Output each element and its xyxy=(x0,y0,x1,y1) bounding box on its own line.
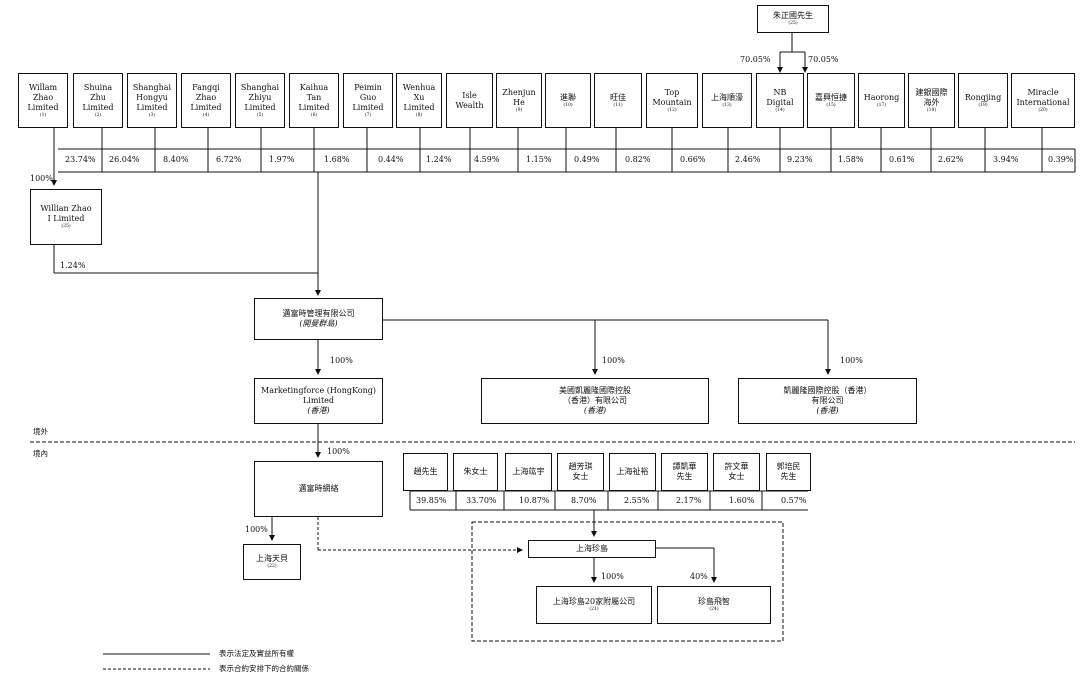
vie-holder-box: 譚凱華先生 xyxy=(661,453,708,491)
willian-sub-box: Willian Zhao I Limited(35) xyxy=(30,189,102,245)
vie-holder-box: 趙芳琪女士 xyxy=(557,453,604,491)
pct-label: 1.68% xyxy=(324,155,350,164)
willian-sub-pct-out: 1.24% xyxy=(60,261,86,270)
us-hk-box: 美國凱麗隆國際控股 （香港）有限公司 (香港) xyxy=(481,378,709,424)
pct-label: 3.94% xyxy=(993,155,1019,164)
shareholder-box: Haorong(17) xyxy=(858,73,905,128)
top-person-pct-right: 70.05% xyxy=(808,55,839,64)
vie-holder-box: 上海竑宇 xyxy=(505,453,552,491)
vie-holder-pct: 39.85% xyxy=(416,496,447,505)
tianbei-pct: 100% xyxy=(245,525,268,534)
shareholder-box: Rongjing(19) xyxy=(958,73,1008,128)
mf-hk-box: Marketingforce (HongKong) Limited (香港) xyxy=(254,378,383,424)
vie-holder-box: 許文華女士 xyxy=(713,453,760,491)
vie-holder-pct: 33.70% xyxy=(466,496,497,505)
pct-label: 6.72% xyxy=(216,155,242,164)
tianbei-box: 上海天貝(22) xyxy=(243,544,301,580)
us-hk-pct: 100% xyxy=(602,356,625,365)
zhendao-box: 上海珍島 xyxy=(528,540,656,558)
pct-label: 23.74% xyxy=(65,155,96,164)
pct-label: 0.61% xyxy=(889,155,915,164)
pct-label: 1.24% xyxy=(426,155,452,164)
feizhi-box: 珍島飛智(24) xyxy=(657,586,771,624)
vie-holder-pct: 10.87% xyxy=(519,496,550,505)
vie-holder-pct: 2.17% xyxy=(676,496,702,505)
vie-holder-pct: 2.55% xyxy=(624,496,650,505)
shareholder-box: 上海順濠(13) xyxy=(702,73,752,128)
cayman-holding-box: 邁富時管理有限公司 (開曼群島) xyxy=(254,298,383,340)
cayman-holding-jurisdiction: (開曼群島) xyxy=(299,319,338,328)
vie-holder-pct: 1.60% xyxy=(729,496,755,505)
pct-label: 9.23% xyxy=(787,155,813,164)
mf-network-box: 邁富時網絡 xyxy=(254,461,383,517)
pct-label: 0.66% xyxy=(680,155,706,164)
pct-label: 1.97% xyxy=(269,155,295,164)
pct-label: 0.44% xyxy=(378,155,404,164)
vie-holder-pct: 8.70% xyxy=(571,496,597,505)
shareholder-box: 旺佳(11) xyxy=(594,73,642,128)
offshore-label: 境外 xyxy=(33,427,48,436)
legend-solid-label: 表示法定及實益所有權 xyxy=(219,649,294,658)
pct-label: 0.49% xyxy=(574,155,600,164)
pct-label: 4.59% xyxy=(474,155,500,164)
shareholder-box: 建銀國際海外(18) xyxy=(908,73,955,128)
pct-label: 2.46% xyxy=(735,155,761,164)
pct-label: 1.15% xyxy=(526,155,552,164)
pct-label: 1.58% xyxy=(838,155,864,164)
top-person-note: (25) xyxy=(788,21,798,27)
mf-network-pct: 100% xyxy=(327,447,350,456)
vie-holder-pct: 0.57% xyxy=(781,496,807,505)
pct-label: 0.82% xyxy=(625,155,651,164)
pct-label: 2.62% xyxy=(938,155,964,164)
legend-dashed-label: 表示合約安排下的合約關係 xyxy=(219,664,309,673)
zhendao-subs-box: 上海珍島20家附屬公司(21) xyxy=(536,586,652,624)
cayman-holding-name: 邁富時管理有限公司 xyxy=(282,309,355,318)
kl-hk-pct: 100% xyxy=(840,356,863,365)
pct-label: 0.39% xyxy=(1048,155,1074,164)
zhendao-subs-pct: 100% xyxy=(601,572,624,581)
pct-label: 8.40% xyxy=(163,155,189,164)
top-person-pct-left: 70.05% xyxy=(740,55,771,64)
shareholder-box: 嘉興恒捷(15) xyxy=(807,73,855,128)
kl-hk-box: 凱麗隆國際控股（香港） 有限公司 (香港) xyxy=(738,378,917,424)
pct-label: 26.04% xyxy=(109,155,140,164)
top-person-name: 朱正國先生 xyxy=(773,11,813,21)
vie-holder-box: 郭培民先生 xyxy=(766,453,811,491)
onshore-label: 境內 xyxy=(33,449,48,458)
vie-holder-box: 朱女士 xyxy=(453,453,498,491)
mf-hk-pct: 100% xyxy=(330,356,353,365)
willian-sub-pct-in: 100% xyxy=(30,174,53,183)
feizhi-pct: 40% xyxy=(690,572,708,581)
shareholder-box: 進聯(10) xyxy=(545,73,591,128)
vie-holder-box: 趙先生 xyxy=(403,453,448,491)
vie-holder-box: 上海祉裕 xyxy=(609,453,656,491)
top-person-box: 朱正國先生(25) xyxy=(757,5,829,33)
